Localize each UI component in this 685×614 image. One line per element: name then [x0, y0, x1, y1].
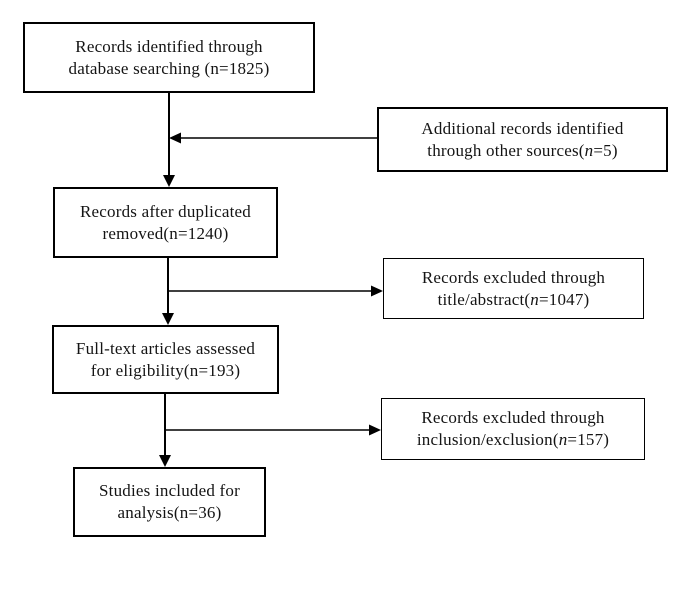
box-text-line: through other sources(n=5) [427, 140, 618, 160]
box-text-line: database searching (n=1825) [68, 58, 270, 78]
box-text-line: for eligibility(n=193) [90, 360, 241, 380]
box-text-line: removed(n=1240) [102, 223, 229, 243]
box-text-line: Studies included for [99, 481, 240, 500]
arrowhead-right-icon [369, 424, 381, 436]
box-text-line: title/abstract(n=1047) [437, 289, 590, 309]
flow-box-studies-included-for-analysis: Studies included for analysis(n=36) [73, 467, 266, 537]
arrowhead-down-icon [163, 175, 175, 187]
flow-box-records-excluded-inclusion-exclusion: Records excluded through inclusion/exclus… [381, 398, 645, 460]
box-text-line: Records after duplicated [80, 201, 251, 221]
arrowhead-down-icon [159, 455, 171, 467]
box-text-line: Additional records identified [421, 118, 624, 138]
box-text-line: Records identified through [75, 36, 263, 56]
box-text-line: inclusion/exclusion(n=157) [416, 430, 610, 449]
box-text-line: analysis(n=36) [117, 503, 222, 522]
box-text-line: Full-text articles assessed [75, 338, 256, 358]
box-text-line: Records excluded through [421, 408, 605, 427]
box-text-line: Records excluded through [421, 267, 606, 287]
arrowhead-down-icon [162, 313, 174, 325]
arrowhead-left-icon [169, 132, 181, 144]
arrowhead-right-icon [371, 285, 383, 297]
